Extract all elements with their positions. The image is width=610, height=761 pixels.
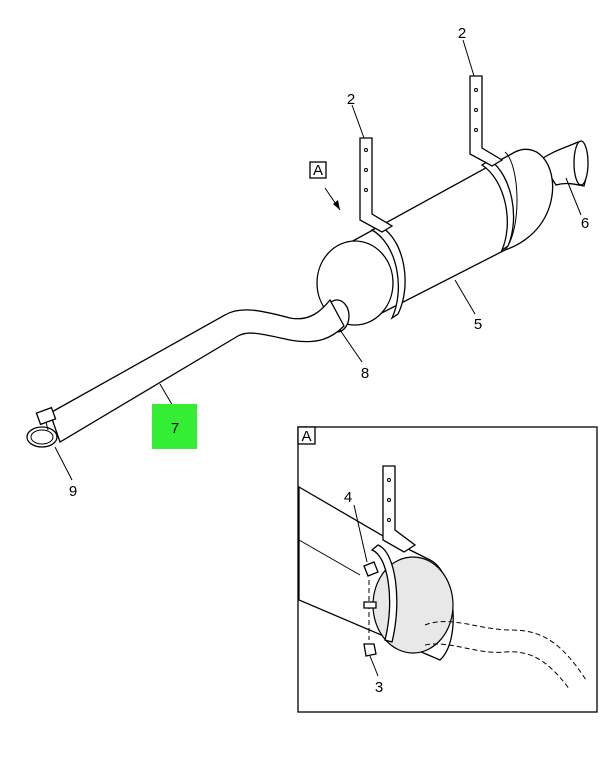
detail-reference-a[interactable]: A [309, 161, 341, 211]
callout-bracket-left[interactable]: 2 [347, 91, 355, 108]
callout-clamp[interactable]: 9 [69, 483, 77, 500]
callout-bracket-right[interactable]: 2 [458, 25, 466, 42]
muffler [316, 148, 554, 326]
exhaust-pipe [49, 298, 345, 443]
callout-tailpipe[interactable]: 6 [581, 215, 589, 232]
muffler-strap-right [480, 159, 515, 252]
detail-view-title: A [301, 428, 311, 445]
callout-pipe: 7 [171, 420, 179, 437]
nut-icon [363, 561, 379, 577]
detail-reference-label: A [313, 162, 323, 179]
callout-pipe-highlight[interactable]: 7 [152, 404, 197, 449]
callout-muffler-inlet[interactable]: 8 [361, 365, 369, 382]
pipe-clamp [26, 406, 58, 448]
leader-lines [54, 39, 582, 481]
callout-muffler[interactable]: 5 [474, 316, 482, 333]
detail-view-a: A 4 3 [297, 426, 598, 713]
bolt-icon [363, 643, 377, 657]
bracket-left [359, 137, 394, 233]
callout-nut[interactable]: 4 [344, 489, 352, 506]
strap-clip-icon [363, 601, 377, 609]
muffler-strap-left [370, 225, 406, 320]
callout-bolt[interactable]: 3 [375, 679, 383, 696]
bracket-right [469, 75, 504, 167]
